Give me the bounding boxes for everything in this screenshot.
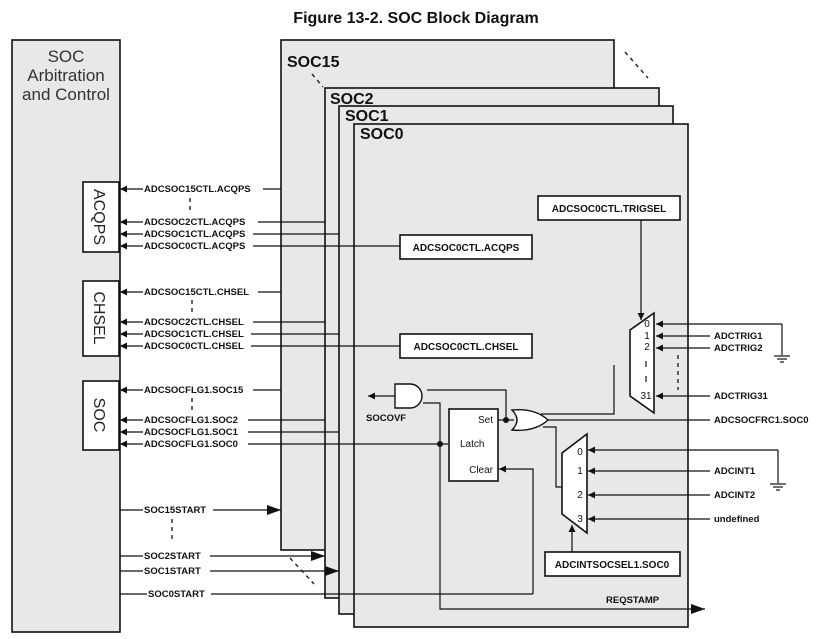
signal-adcsocflg1-soc1: ADCSOCFLG1.SOC1 — [144, 427, 239, 438]
and-gate — [394, 383, 423, 409]
signal-adcsoc1ctl-acqps: ADCSOC1CTL.ACQPS — [144, 229, 245, 240]
and-input-from-set — [427, 389, 507, 420]
reg-intsocsel-label: ADCINTSOCSEL1.SOC0 — [555, 560, 670, 571]
latch-clear-label: Clear — [469, 465, 494, 476]
trig-mux-port-31: 31 — [640, 391, 652, 402]
stack-ellipsis-top-right — [624, 51, 649, 79]
arbitration-title-line-2: Arbitration — [27, 66, 104, 85]
trig-mux-port-2: 2 — [644, 342, 650, 353]
input-undefined: undefined — [714, 514, 760, 525]
int-mux-port-3: 3 — [577, 514, 583, 525]
reg-trigsel: ADCSOC0CTL.TRIGSEL — [537, 195, 681, 221]
output-socovf: SOCOVF — [366, 413, 406, 424]
reqstamp-wire — [439, 444, 705, 614]
trig-mux-port-0: 0 — [644, 319, 650, 330]
reg-trigsel-label: ADCSOC0CTL.TRIGSEL — [552, 204, 666, 215]
signal-adcsoc1ctl-chsel: ADCSOC1CTL.CHSEL — [144, 329, 244, 340]
trig-mux-output-wire — [541, 365, 615, 415]
int-mux-port-0: 0 — [577, 447, 583, 458]
reg-acqps: ADCSOC0CTL.ACQPS — [399, 234, 533, 260]
signal-soc15start: SOC15START — [144, 505, 206, 516]
or-gate — [510, 409, 550, 431]
signal-adcsoc0ctl-chsel: ADCSOC0CTL.CHSEL — [144, 341, 244, 352]
input-adcint1: ADCINT1 — [714, 466, 756, 477]
input-adctrig31: ADCTRIG31 — [714, 391, 769, 402]
int-mux-output-wire — [543, 426, 562, 488]
trig-mux-port-1: 1 — [644, 331, 650, 342]
acqps-box: ACQPS — [82, 181, 120, 253]
reg-chsel: ADCSOC0CTL.CHSEL — [399, 333, 533, 359]
trigger-mux: 0 1 2 31 ADCTRIG1 ADCTRIG2 ADCTRIG31 — [629, 220, 790, 415]
input-adctrig2: ADCTRIG2 — [714, 343, 763, 354]
int-mux-port-1: 1 — [577, 466, 583, 477]
arbitration-title-line-3: and Control — [22, 85, 110, 104]
chsel-signals: ADCSOC15CTL.CHSEL ADCSOC2CTL.CHSEL ADCSO… — [120, 287, 400, 352]
input-adctrig1: ADCTRIG1 — [714, 331, 763, 342]
stack-ellipsis-top-left — [311, 73, 324, 88]
acqps-signals: ADCSOC15CTL.ACQPS ADCSOC2CTL.ACQPS ADCSO… — [120, 184, 400, 252]
soc-box-label: SOC — [90, 398, 107, 433]
reg-chsel-label: ADCSOC0CTL.CHSEL — [413, 342, 518, 353]
signal-soc1start: SOC1START — [144, 566, 201, 577]
figure-title: Figure 13-2. SOC Block Diagram — [293, 10, 538, 27]
signal-adcsoc2ctl-chsel: ADCSOC2CTL.CHSEL — [144, 317, 244, 328]
soc2-block-title: SOC2 — [330, 91, 374, 108]
output-reqstamp: REQSTAMP — [606, 595, 660, 606]
latch-set-label: Set — [478, 415, 493, 426]
int-mux-port-2: 2 — [577, 490, 583, 501]
chsel-box: CHSEL — [82, 280, 120, 357]
signal-adcsoc0ctl-acqps: ADCSOC0CTL.ACQPS — [144, 241, 245, 252]
signal-adcsoc15ctl-chsel: ADCSOC15CTL.CHSEL — [144, 287, 249, 298]
signal-adcsocflg1-soc2: ADCSOCFLG1.SOC2 — [144, 415, 238, 426]
signal-soc2start: SOC2START — [144, 551, 201, 562]
signal-adcsocflg1-soc0: ADCSOCFLG1.SOC0 — [144, 439, 238, 450]
soc-box: SOC — [82, 380, 120, 451]
reg-intsocsel: ADCINTSOCSEL1.SOC0 — [544, 551, 681, 577]
reg-acqps-label: ADCSOC0CTL.ACQPS — [413, 243, 520, 254]
signal-adcsoc15ctl-acqps: ADCSOC15CTL.ACQPS — [144, 184, 251, 195]
latch-block: Set Latch Clear — [448, 408, 499, 482]
input-adcsocfrc1-soc0: ADCSOCFRC1.SOC0 — [714, 415, 809, 426]
clear-wire — [499, 465, 534, 594]
soc1-block-title: SOC1 — [345, 108, 389, 125]
signal-soc0start: SOC0START — [148, 589, 205, 600]
start-signals: SOC15START SOC2START SOC1START SOC0START — [120, 505, 533, 600]
input-adcint2: ADCINT2 — [714, 490, 755, 501]
signal-adcsocflg1-soc15: ADCSOCFLG1.SOC15 — [144, 385, 244, 396]
socflag-signals: ADCSOCFLG1.SOC15 ADCSOCFLG1.SOC2 ADCSOCF… — [120, 385, 448, 450]
arbitration-title-line-1: SOC — [48, 47, 85, 66]
chsel-box-label: CHSEL — [90, 291, 107, 344]
acqps-box-label: ACQPS — [90, 189, 107, 245]
latch-latch-label: Latch — [460, 439, 484, 450]
stack-ellipsis-bottom — [289, 557, 315, 585]
signal-adcsoc2ctl-acqps: ADCSOC2CTL.ACQPS — [144, 217, 245, 228]
int-mux: 0 1 2 3 ADCINT1 ADCINT2 undefined — [561, 432, 786, 552]
soc15-block-title: SOC15 — [287, 54, 340, 71]
soc0-block-title: SOC0 — [360, 126, 404, 143]
